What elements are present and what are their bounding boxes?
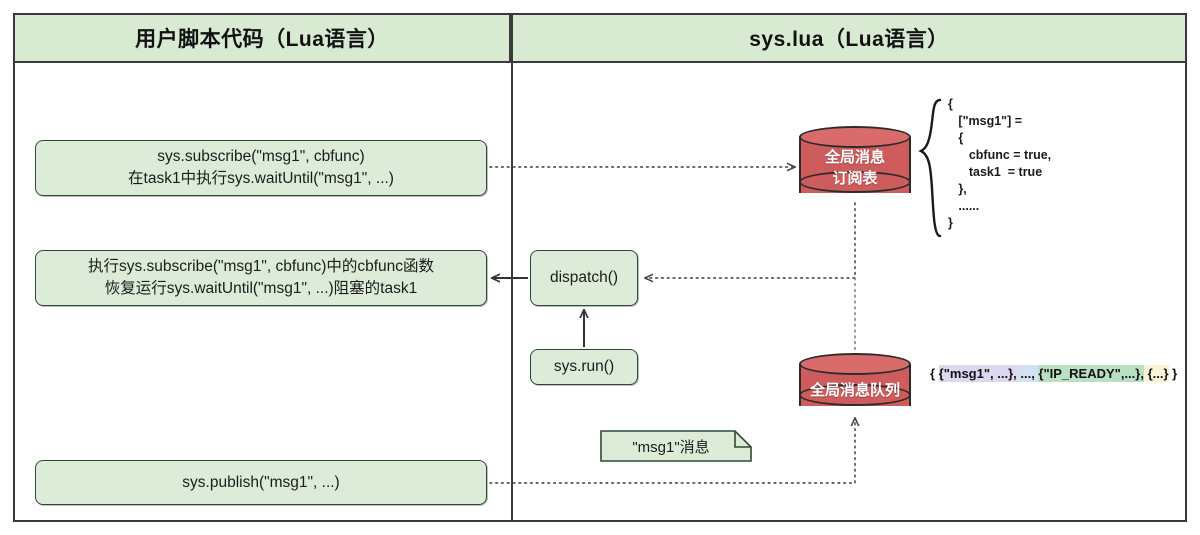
right-panel-title: sys.lua（Lua语言） (749, 28, 949, 51)
queue-open-brace: { (930, 366, 939, 381)
publish-box-line-1: sys.publish("msg1", ...) (182, 473, 340, 491)
subscribe-box[interactable]: sys.subscribe("msg1", cbfunc) 在task1中执行s… (35, 140, 487, 196)
queue-contents-line: { {"msg1", ...}, ..., {"IP_READY",...}, … (930, 365, 1178, 382)
queue-item-1: {"msg1", ...}, (938, 365, 1017, 382)
subscription-code-line-3: { (948, 131, 964, 145)
queue-close-brace: } (1168, 366, 1178, 381)
sys-run-box-label: sys.run() (553, 358, 615, 375)
dispatch-target-box-line-1: 执行sys.subscribe("msg1", cbfunc)中的cbfunc函… (87, 258, 435, 275)
subscription-table-code: { ["msg1"] = { cbfunc = true, task1 = tr… (948, 96, 1188, 232)
subscription-table-label: 全局消息 订阅表 (799, 147, 911, 189)
subscription-code-line-7: ...... (948, 199, 980, 213)
dispatch-target-box[interactable]: 执行sys.subscribe("msg1", cbfunc)中的cbfunc函… (35, 250, 487, 306)
subscription-code-line-8: } (948, 216, 953, 230)
dispatch-box-label: dispatch() (549, 269, 619, 286)
dispatch-target-box-line-2: 恢复运行sys.waitUntil("msg1", ...)阻塞的task1 (104, 280, 418, 297)
outer-frame (13, 13, 1187, 522)
queue-item-2: ..., (1016, 365, 1039, 382)
left-panel-title: 用户脚本代码（Lua语言） (135, 28, 389, 51)
message-note-label: "msg1"消息 (632, 438, 710, 456)
subscribe-box-line-1: sys.subscribe("msg1", cbfunc) (157, 148, 365, 165)
cylinder-top (799, 353, 911, 375)
cylinder-bottom (799, 171, 911, 193)
subscription-table-label-line-2: 订阅表 (832, 170, 878, 187)
queue-label: 全局消息队列 (799, 380, 911, 401)
left-panel-header: 用户脚本代码（Lua语言） (15, 15, 511, 63)
subscription-code-line-1: { (948, 97, 953, 111)
subscription-table-label-line-1: 全局消息 (824, 149, 885, 166)
cylinder-top (799, 126, 911, 148)
message-note[interactable]: "msg1"消息 (600, 430, 752, 462)
global-message-queue[interactable]: 全局消息队列 (799, 353, 911, 413)
right-panel-header: sys.lua（Lua语言） (513, 15, 1185, 63)
subscription-code-line-5: task1 = true (948, 165, 1043, 179)
publish-box[interactable]: sys.publish("msg1", ...) (35, 460, 487, 505)
subscribe-box-line-2: 在task1中执行sys.waitUntil("msg1", ...) (128, 170, 394, 187)
subscription-code-line-4: cbfunc = true, (948, 148, 1052, 162)
cylinder-bottom (799, 384, 911, 406)
queue-label-line-1: 全局消息队列 (809, 382, 900, 399)
sys-run-box[interactable]: sys.run() (530, 349, 638, 385)
queue-item-3: {"IP_READY",...}, (1038, 365, 1144, 382)
subscription-code-line-2: ["msg1"] = (948, 114, 1023, 128)
subscription-code-line-6: }, (948, 182, 967, 196)
queue-item-4: {...} (1143, 365, 1169, 382)
dispatch-box[interactable]: dispatch() (530, 250, 638, 306)
panel-divider (511, 13, 513, 522)
global-message-subscription-table[interactable]: 全局消息 订阅表 (799, 126, 911, 200)
